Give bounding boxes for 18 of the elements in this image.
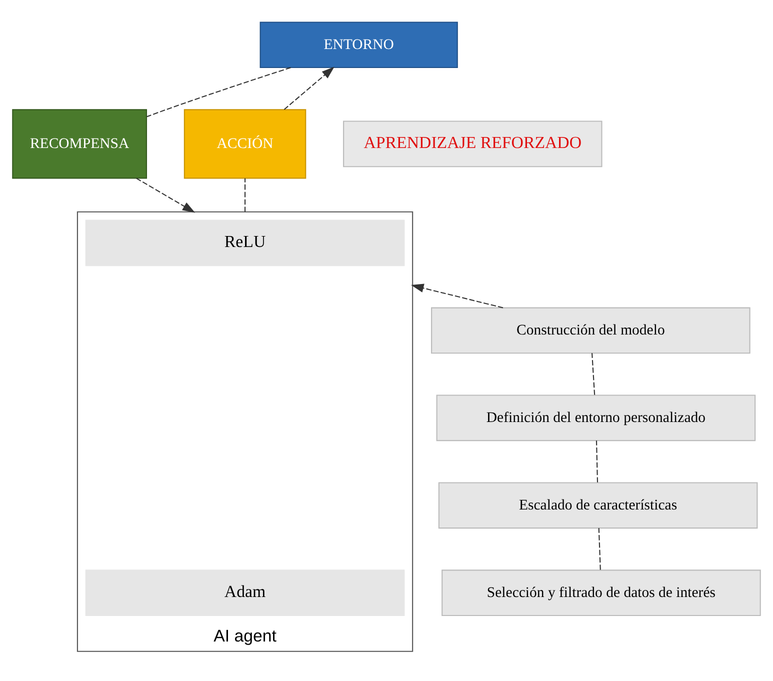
arrow [136,177,196,212]
node-box: RECOMPENSA [12,108,148,178]
arrow [411,283,504,308]
connector [244,178,246,212]
node-box: ACCIÓN [184,108,306,178]
connector [598,528,601,570]
node-box: APRENDIZAJE REFORZADO [343,120,602,167]
connector [592,352,596,394]
node-box: Escalado de características [438,482,758,528]
node-box: Selección y filtrado de datos de interés [442,569,761,616]
node-box: ReLU [85,219,405,266]
node-box: Construcción del modelo [431,306,750,354]
node-box: ENTORNO [260,21,458,68]
connector [596,440,598,482]
node-box: Adam [85,569,405,616]
connector [146,66,291,117]
node-box: Definición del entorno personalizado [436,394,756,441]
arrow [284,66,334,110]
